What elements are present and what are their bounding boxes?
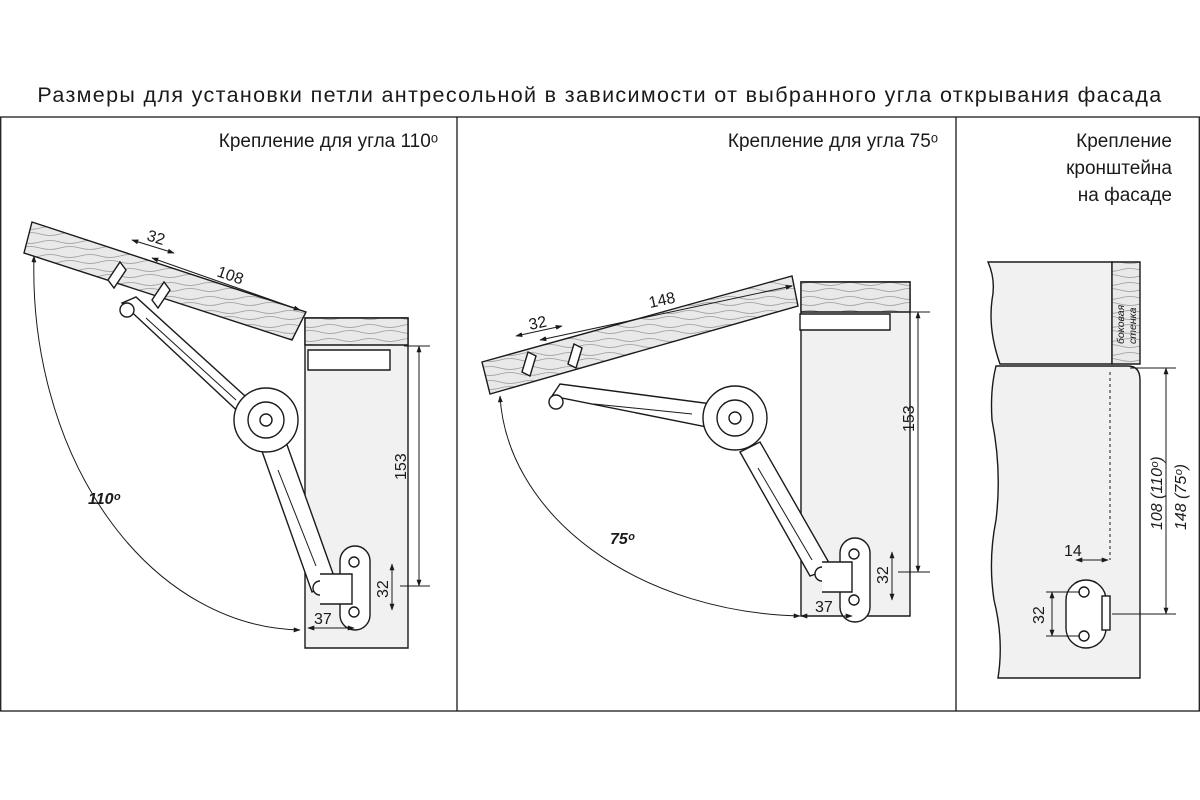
panel-75	[481, 275, 930, 623]
pivot-top	[119, 302, 135, 318]
top-bracket	[799, 313, 891, 331]
dim-75-flap-length: 148	[647, 290, 677, 312]
screw-2	[567, 343, 583, 369]
panel-110	[23, 221, 430, 649]
cabinet-top-board	[304, 317, 409, 346]
panel-3-title: Крепление кронштейна на фасаде	[1066, 128, 1172, 209]
dim-75-vertical: 153	[901, 405, 918, 432]
dim-facade-plate-spacing: 32	[1031, 606, 1048, 624]
cabinet-top-board	[800, 281, 911, 313]
page-title: Размеры для установки петли антресольной…	[37, 83, 1163, 107]
screw-1	[521, 351, 537, 377]
dim-facade-height-110: 108 (110ᵒ)	[1149, 456, 1166, 530]
opening-arc	[497, 395, 801, 619]
cabinet-side-wall	[986, 261, 1113, 365]
dim-75-screw-spacing: 32	[527, 314, 548, 334]
dim-facade-offset: 14	[1064, 543, 1082, 560]
frame	[0, 116, 1200, 712]
flap-door	[23, 221, 307, 341]
mounting-plate	[320, 545, 371, 631]
hinge-arm-upper	[550, 383, 713, 429]
side-wall-label-1: боковая	[1115, 304, 1127, 344]
dim-75-offset: 37	[815, 599, 833, 616]
pivot-top	[548, 394, 564, 410]
dim-facade-height-75: 148 (75ᵒ)	[1173, 464, 1190, 530]
dim-110-plate-spacing: 32	[375, 580, 392, 598]
angle-label-110: 110ᵒ	[88, 491, 121, 508]
screw-1	[107, 260, 127, 290]
dim-75-plate-spacing: 32	[875, 566, 892, 584]
panel-3-title-line-2: кронштейна	[1066, 158, 1172, 179]
side-wall-edge	[1111, 261, 1141, 365]
side-wall-label-2: стенка	[1127, 307, 1139, 344]
panel-3-title-line-3: на фасаде	[1077, 185, 1172, 206]
panel-1-title: Крепление для угла 110ᵒ	[218, 131, 438, 152]
dim-110-screw-spacing: 32	[145, 228, 167, 249]
panel-facade	[986, 261, 1176, 679]
panel-2-title: Крепление для угла 75ᵒ	[727, 131, 938, 152]
top-bracket	[307, 349, 391, 371]
facade-bracket	[1065, 579, 1111, 649]
mounting-plate	[822, 537, 871, 623]
angle-label-75: 75ᵒ	[610, 531, 635, 548]
panel-3-title-line-1: Крепление	[1076, 131, 1172, 152]
dim-110-offset: 37	[314, 611, 332, 628]
opening-arc	[31, 255, 301, 633]
dim-110-vertical: 153	[393, 453, 410, 480]
